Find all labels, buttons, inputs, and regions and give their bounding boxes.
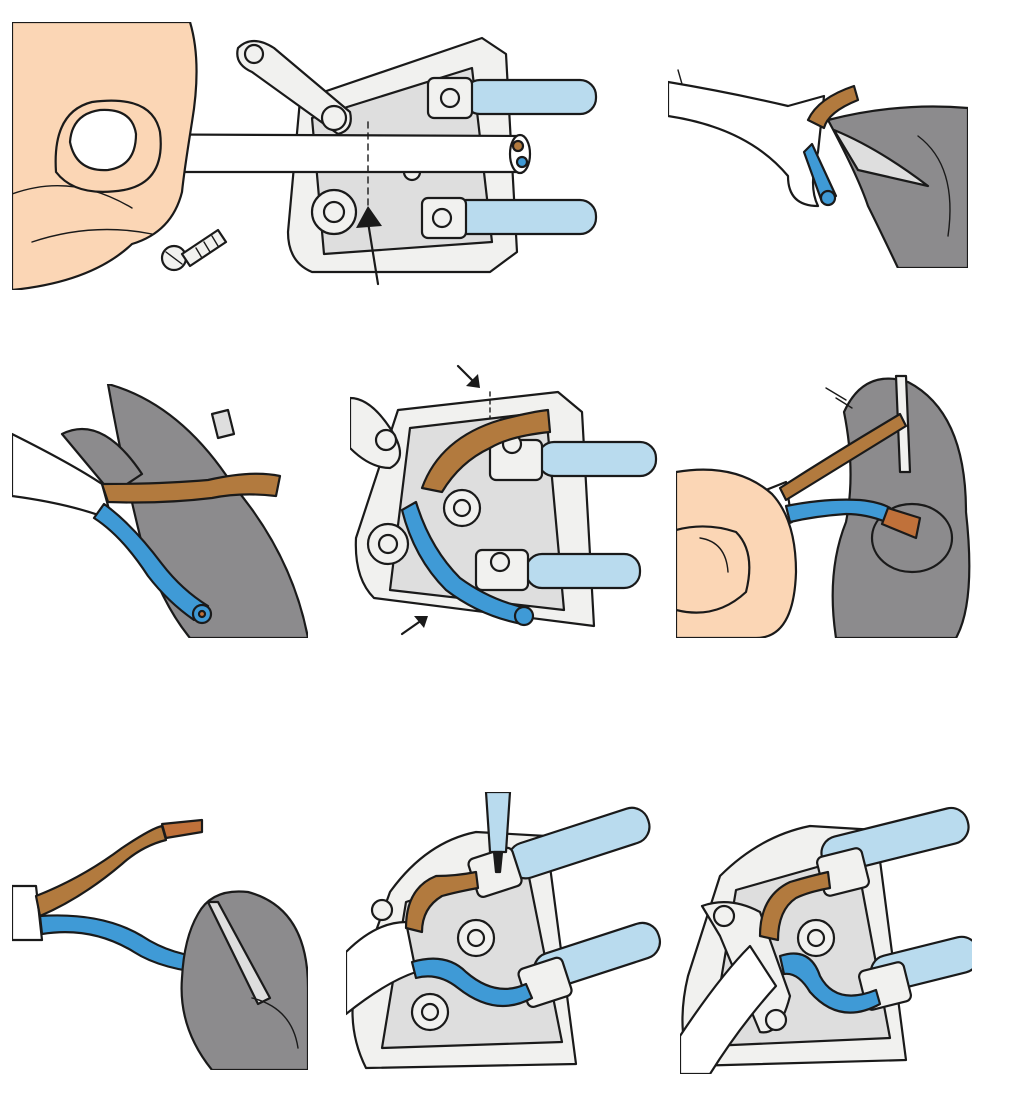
panel-step-3-strip-sheath (12, 384, 308, 638)
loose-screw-icon (160, 228, 228, 272)
panel-step-7-fasten-terminals (346, 792, 662, 1074)
blue-wire (784, 498, 892, 524)
brown-wire (758, 870, 832, 942)
brown-wire (100, 472, 282, 504)
panel-step-4-wires-in-plug (350, 358, 660, 640)
panel-step-1-plug-open (12, 22, 612, 290)
panel-step-6-strip-ends (12, 808, 308, 1070)
plug-pin-top (536, 440, 658, 478)
thumb (676, 525, 751, 614)
step-1-illustration (12, 22, 598, 290)
step-5-illustration (676, 374, 971, 638)
mains-cable (680, 944, 778, 1074)
mains-cable (12, 884, 44, 942)
copper-strands (880, 506, 922, 540)
brown-copper-end (160, 818, 204, 840)
step-4-illustration (350, 364, 658, 636)
mains-cable (668, 80, 826, 208)
plug-pin-top (462, 78, 598, 116)
arrow-bottom (400, 618, 424, 636)
step-8-illustration (680, 806, 972, 1074)
panel-step-2-split-sheath (668, 56, 968, 268)
plug-pin-bottom (448, 198, 598, 236)
plug-pin-top (507, 806, 651, 880)
step-7-illustration (346, 792, 662, 1070)
brown-wire (404, 870, 480, 934)
arrow-cut-mark (366, 220, 380, 286)
blue-wire (410, 957, 534, 1008)
side-cutter (826, 105, 968, 268)
brown-wire (778, 412, 908, 502)
step-2-illustration (668, 69, 968, 268)
side-cutter (180, 890, 308, 1070)
brown-wire (420, 408, 552, 494)
step-3-illustration (12, 384, 308, 638)
screwdriver (484, 792, 512, 854)
panel-step-8-assembled-plug (680, 806, 972, 1074)
step-6-illustration (12, 818, 308, 1070)
plug-pin-bottom (524, 552, 642, 590)
cable-clamp (236, 39, 352, 136)
brown-wire (34, 824, 168, 918)
blue-wire (778, 952, 882, 1014)
panel-step-5-cut-wire (676, 372, 972, 638)
side-cutter (106, 384, 308, 638)
